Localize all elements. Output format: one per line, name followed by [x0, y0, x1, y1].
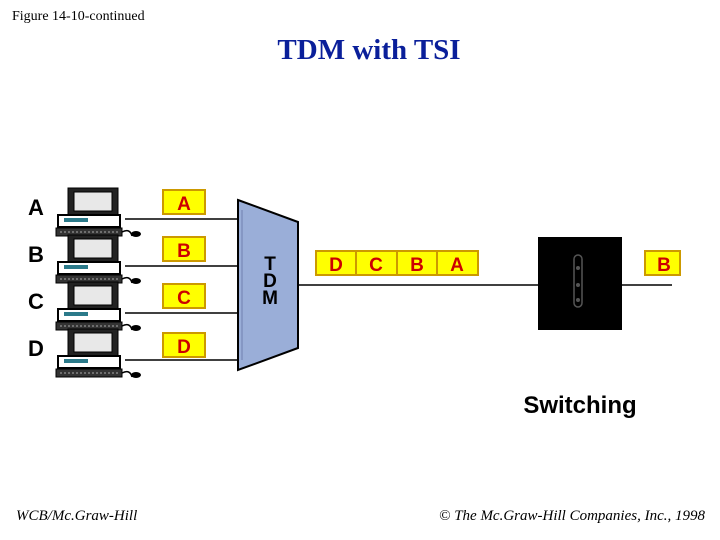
station-label-b: B	[28, 242, 44, 267]
svg-text:B: B	[657, 255, 671, 276]
slot-box-a: A	[162, 189, 206, 215]
mux-label-d: D	[263, 271, 277, 292]
slot-box-c: C	[162, 283, 206, 309]
frame-slot-3: B	[410, 255, 424, 276]
frame-slots: D C B A	[315, 250, 479, 276]
slide-title: TDM with TSI	[277, 34, 461, 66]
frame-slot-4: A	[450, 255, 464, 276]
switching-label: Switching	[523, 392, 636, 419]
mux-label-m: M	[262, 288, 278, 309]
station-label-d: D	[28, 336, 44, 361]
copyright-icon: ©	[439, 508, 451, 524]
output-slot: B	[644, 250, 681, 276]
tdm-multiplexer: T D M	[237, 198, 299, 372]
computer-station-b	[55, 234, 142, 285]
station-lines	[125, 218, 238, 361]
figure-label: Figure 14-10-continued	[12, 9, 145, 24]
frame-slot-2: C	[369, 255, 383, 276]
mux-label-t: T	[264, 254, 276, 275]
footer-copyright: © The Mc.Graw-Hill Companies, Inc., 1998	[439, 508, 705, 525]
tsi-box	[538, 237, 622, 330]
computer-station-d	[55, 328, 142, 379]
svg-text:D: D	[177, 337, 191, 358]
copyright-text: The Mc.Graw-Hill Companies, Inc., 1998	[454, 508, 705, 524]
station-label-a: A	[28, 195, 44, 220]
computer-station-a	[55, 187, 142, 238]
svg-text:C: C	[177, 288, 191, 309]
slot-box-b: B	[162, 236, 206, 262]
station-label-c: C	[28, 289, 44, 314]
svg-text:B: B	[177, 241, 191, 262]
svg-text:A: A	[177, 194, 191, 215]
frame-slot-1: D	[329, 255, 343, 276]
computer-station-c	[55, 281, 142, 332]
footer-publisher: WCB/Mc.Graw-Hill	[16, 508, 138, 524]
slot-box-d: D	[162, 332, 206, 358]
